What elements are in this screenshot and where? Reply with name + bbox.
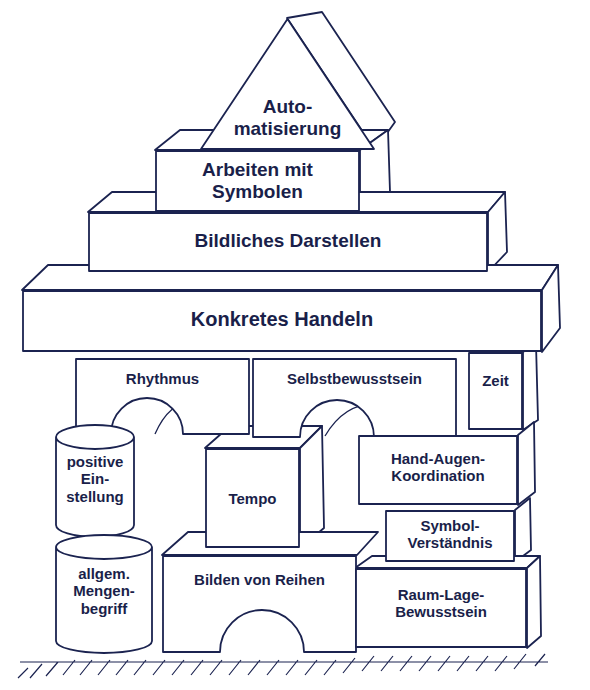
building-block: Tempo: [205, 448, 300, 548]
ground-hatching: [18, 654, 548, 678]
building-block: Zeit: [468, 352, 523, 430]
block-face: [253, 359, 456, 437]
arch-block: Rhythmus: [75, 358, 250, 435]
block-face: [156, 151, 359, 211]
block-face: [386, 511, 514, 561]
block-face: [89, 213, 487, 271]
block-face: [163, 556, 356, 652]
block-face: [56, 425, 134, 537]
block-label: Konkretes Handeln: [42, 308, 522, 331]
block-side-face: [515, 498, 531, 562]
building-block: Hand-Augen- Koordination: [358, 435, 518, 505]
block-label: Rhythmus: [83, 370, 243, 387]
arch-block: Selbstbewusstsein: [252, 358, 457, 438]
block-face: [23, 291, 541, 351]
block-label: Auto- matisierung: [228, 96, 348, 140]
block-outline: [75, 358, 250, 435]
arch-block: Bilden von Reihen: [162, 555, 357, 653]
block-label: Arbeiten mit Symbolen: [183, 159, 333, 203]
block-label: Bildliches Darstellen: [98, 230, 478, 252]
block-label: Bilden von Reihen: [170, 571, 350, 588]
block-face: [356, 569, 526, 647]
block-face: [359, 436, 517, 504]
block-label: allgem. Mengen- begriff: [64, 565, 144, 617]
block-label: Symbol- Verständnis: [395, 517, 505, 552]
block-outline: [162, 555, 357, 653]
block-face: [469, 353, 522, 429]
building-block: Raum-Lage- Bewusstsein: [355, 568, 527, 648]
block-side-face: [518, 422, 535, 505]
block-face: [201, 19, 374, 149]
block-side-face: [300, 426, 324, 548]
block-face: [56, 535, 152, 653]
block-side-face: [527, 556, 541, 648]
block-label: Tempo: [210, 490, 295, 507]
cylinder-block: allgem. Mengen- begriff: [55, 535, 153, 653]
roof-block: Auto- matisierung: [200, 18, 375, 150]
block-side-face: [523, 344, 538, 430]
block-label: Raum-Lage- Bewusstsein: [376, 586, 506, 621]
cylinder-block: positive Ein- stellung: [55, 425, 135, 537]
block-outline: [468, 352, 523, 430]
building-block: Arbeiten mit Symbolen: [155, 150, 360, 212]
block-side-face: [542, 265, 560, 352]
building-block: Bildliches Darstellen: [88, 212, 488, 272]
block-label: Zeit: [471, 372, 521, 389]
building-block: Symbol- Verständnis: [385, 510, 515, 562]
block-side-face: [488, 192, 507, 272]
block-label: Hand-Augen- Koordination: [373, 450, 503, 485]
block-face: [206, 449, 299, 547]
block-face: [76, 359, 249, 434]
block-label: positive Ein- stellung: [59, 453, 131, 505]
building-block: Konkretes Handeln: [22, 290, 542, 352]
block-label: Selbstbewusstsein: [260, 370, 450, 387]
